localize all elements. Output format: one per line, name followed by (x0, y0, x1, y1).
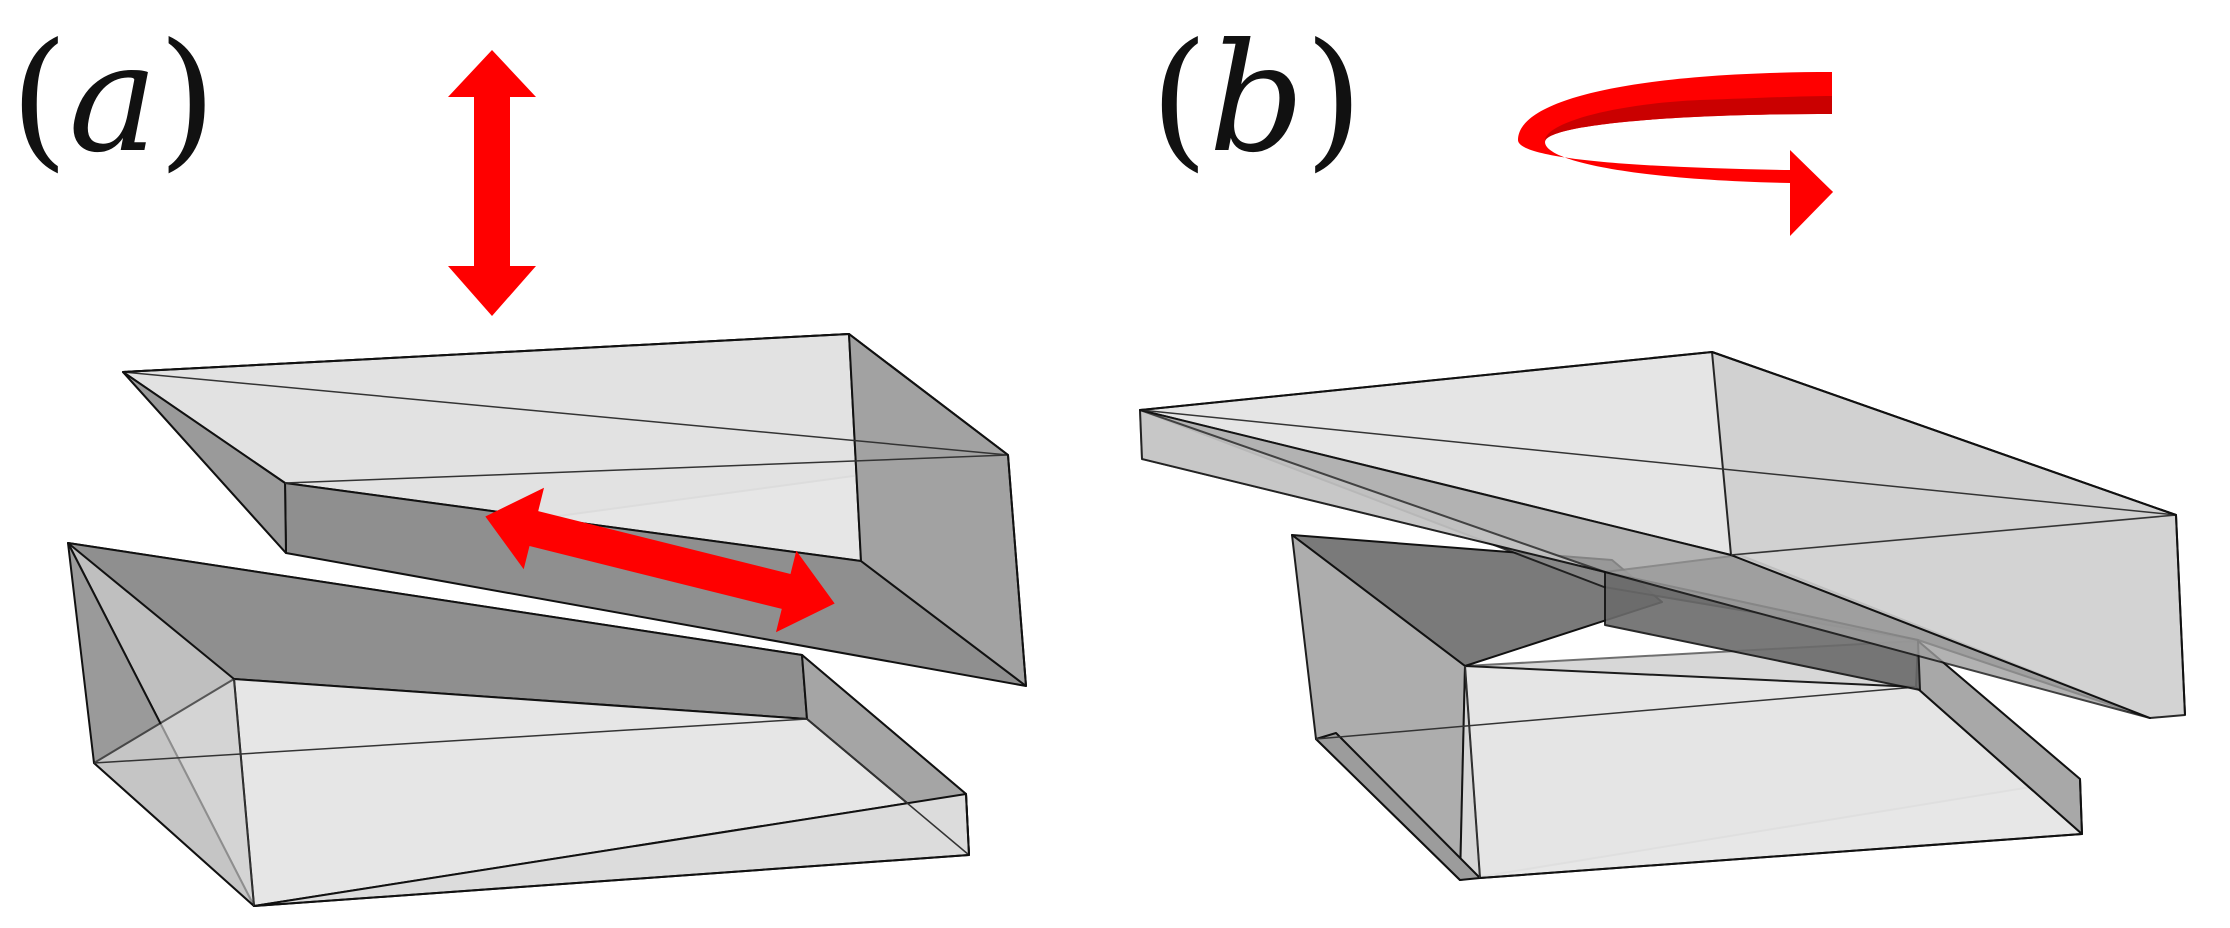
panel-b: (b) (1139, 12, 2186, 881)
slide-double-arrow-icon (485, 487, 835, 633)
rotation-arrow-icon (1518, 72, 1833, 236)
lower-wedge-b (1291, 534, 2083, 881)
panel-b-label: (b) (1150, 12, 1363, 186)
lower-wedge-a (67, 542, 970, 907)
panel-a-label: (a) (10, 12, 217, 186)
vertical-double-arrow-icon (448, 50, 536, 316)
upper-wedge-b (1139, 351, 2186, 719)
upper-wedge-a (122, 333, 1027, 687)
panel-a: (a) (10, 12, 1027, 907)
